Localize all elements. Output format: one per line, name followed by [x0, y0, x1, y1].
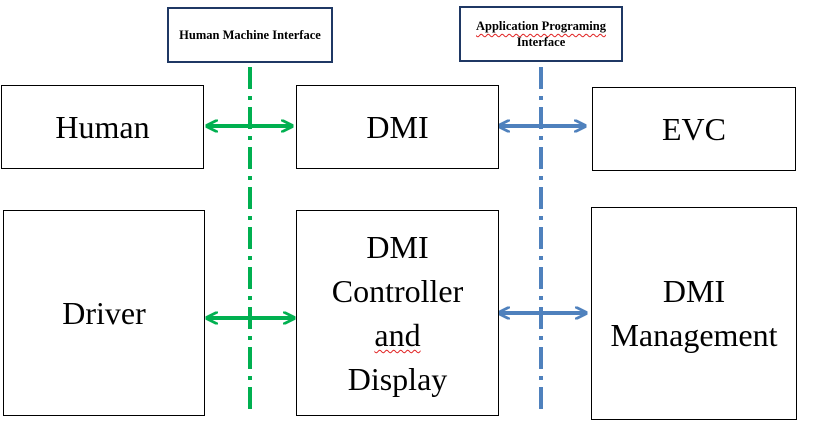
evc-box: EVC	[592, 87, 796, 171]
hmi-label-text: Human Machine Interface	[179, 27, 321, 42]
api-label: Application Programing Interface	[459, 6, 623, 62]
controller-label-2: Controller	[331, 272, 464, 309]
human-box: Human	[1, 85, 204, 169]
controller-label-3: and	[374, 317, 421, 353]
dmi-box-label: DMI	[366, 108, 429, 145]
dmi-box: DMI	[296, 85, 499, 169]
api-label-text-2: Interface	[516, 35, 566, 49]
management-box: DMI Management	[591, 207, 797, 420]
management-label-2: Management	[610, 316, 778, 353]
api-label-text-1: Application Programing	[476, 18, 606, 33]
evc-box-label: EVC	[662, 110, 726, 147]
human-box-label: Human	[55, 108, 150, 145]
controller-box: DMI Controller and Display	[296, 210, 499, 416]
driver-box-label: Driver	[62, 294, 146, 331]
management-label-1: DMI	[662, 273, 726, 310]
hmi-label: Human Machine Interface	[167, 7, 333, 63]
driver-box: Driver	[3, 210, 205, 416]
controller-label-1: DMI	[366, 228, 429, 265]
controller-label-4: Display	[347, 361, 448, 398]
